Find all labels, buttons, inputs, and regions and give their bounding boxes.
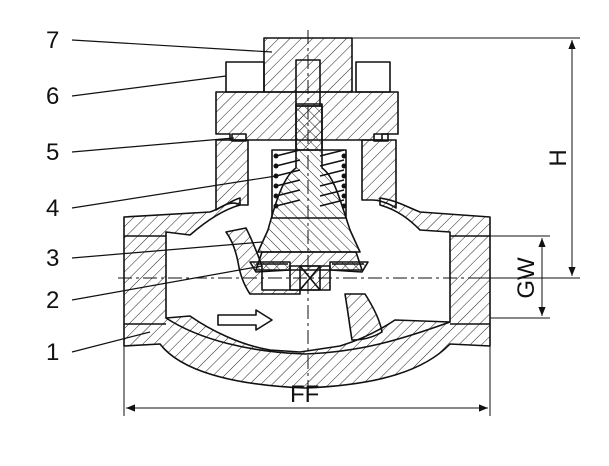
flow-arrow-icon xyxy=(217,309,273,331)
dimension-lines xyxy=(123,37,580,416)
seat-ring xyxy=(249,261,369,291)
valve-body xyxy=(123,139,491,389)
dimension-gw-label: GW xyxy=(513,257,540,299)
callout-label-1: 1 xyxy=(46,339,59,366)
cover-gasket xyxy=(231,133,389,142)
callout-leaders xyxy=(71,39,277,353)
callout-label-3: 3 xyxy=(46,245,59,272)
callout-label-5: 5 xyxy=(46,139,59,166)
dimension-h-label: H xyxy=(545,149,572,166)
callout-label-6: 6 xyxy=(46,83,59,110)
callout-label-7: 7 xyxy=(46,27,59,54)
callout-label-4: 4 xyxy=(46,195,59,222)
dimension-ff-label: FF xyxy=(290,381,319,408)
callout-label-2: 2 xyxy=(46,287,59,314)
center-lines xyxy=(118,30,500,400)
